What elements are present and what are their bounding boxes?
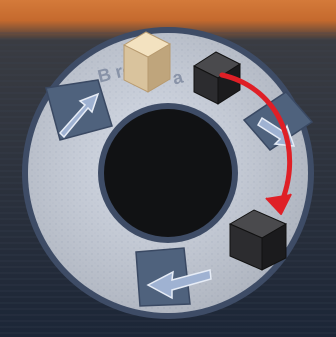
ring-hole <box>104 109 232 237</box>
tan-cube-icon[interactable] <box>124 32 170 92</box>
